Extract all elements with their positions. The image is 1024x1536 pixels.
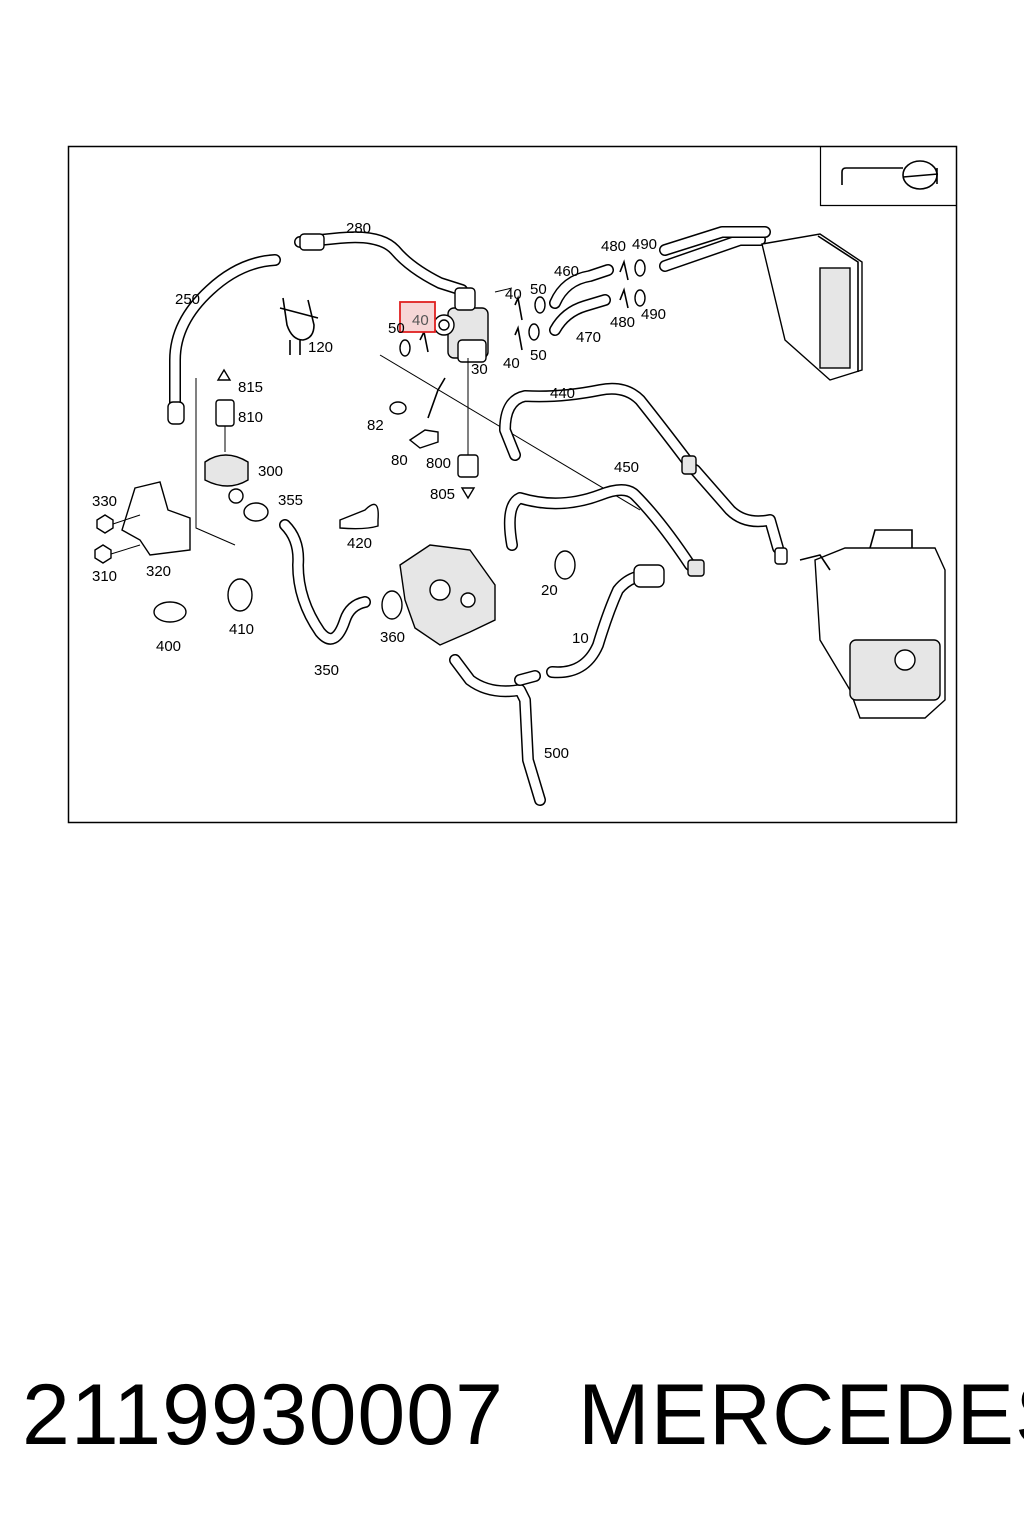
label-50-upper: 50 bbox=[530, 281, 547, 298]
label-80: 80 bbox=[391, 452, 408, 469]
parts-800-805 bbox=[457, 454, 479, 500]
hose-10 bbox=[546, 564, 665, 679]
label-280: 280 bbox=[346, 220, 371, 237]
label-40-upper: 40 bbox=[505, 286, 522, 303]
label-400: 400 bbox=[156, 638, 181, 655]
label-480-lower: 480 bbox=[610, 314, 635, 331]
label-250: 250 bbox=[175, 291, 200, 308]
clamp-20 bbox=[554, 550, 576, 580]
label-810: 810 bbox=[238, 409, 263, 426]
hose-450 bbox=[503, 484, 705, 577]
part-number: 2119930007 bbox=[22, 1367, 504, 1463]
label-815: 815 bbox=[238, 379, 263, 396]
label-460: 460 bbox=[554, 263, 579, 280]
label-30: 30 bbox=[471, 361, 488, 378]
label-480-upper: 480 bbox=[601, 238, 626, 255]
pipe-500 bbox=[449, 654, 546, 806]
heater-core bbox=[659, 226, 863, 381]
label-40-highlighted: 40 bbox=[412, 312, 429, 329]
expansion-tank bbox=[799, 529, 946, 719]
label-440: 440 bbox=[550, 385, 575, 402]
label-300: 300 bbox=[258, 463, 283, 480]
label-20: 20 bbox=[541, 582, 558, 599]
highlight-box-40 bbox=[399, 301, 436, 333]
footer: 2119930007 MERCEDES bbox=[0, 1365, 1024, 1475]
label-50-left: 50 bbox=[388, 320, 405, 337]
brand-name: MERCEDES bbox=[578, 1367, 1024, 1463]
label-500: 500 bbox=[544, 745, 569, 762]
label-420: 420 bbox=[347, 535, 372, 552]
label-470: 470 bbox=[576, 329, 601, 346]
hose-350 bbox=[279, 519, 403, 645]
hose-250-280 bbox=[167, 231, 468, 425]
label-330: 330 bbox=[92, 493, 117, 510]
hose-440 bbox=[499, 382, 788, 565]
label-10: 10 bbox=[572, 630, 589, 647]
bracket-320 bbox=[94, 481, 191, 564]
label-800: 800 bbox=[426, 455, 451, 472]
label-120: 120 bbox=[308, 339, 333, 356]
clamp-410 bbox=[227, 578, 253, 612]
label-82: 82 bbox=[367, 417, 384, 434]
label-40-lower: 40 bbox=[503, 355, 520, 372]
label-490-lower: 490 bbox=[641, 306, 666, 323]
bracket-120 bbox=[279, 297, 319, 355]
label-355: 355 bbox=[278, 492, 303, 509]
callout-labels: 280 250 120 815 810 300 355 330 310 320 … bbox=[92, 220, 666, 762]
label-320: 320 bbox=[146, 563, 171, 580]
label-350: 350 bbox=[314, 662, 339, 679]
label-50-lower: 50 bbox=[530, 347, 547, 364]
clamp-400 bbox=[153, 601, 187, 623]
parts-80-82 bbox=[389, 377, 446, 449]
label-310: 310 bbox=[92, 568, 117, 585]
hoses-460-470 bbox=[549, 259, 646, 336]
clip-420 bbox=[339, 503, 379, 530]
aux-pump-300 bbox=[195, 368, 249, 546]
label-410: 410 bbox=[229, 621, 254, 638]
thermostat-housing bbox=[399, 544, 496, 646]
label-450: 450 bbox=[614, 459, 639, 476]
parts-diagram: 280 250 120 815 810 300 355 330 310 320 … bbox=[67, 145, 958, 824]
label-360: 360 bbox=[380, 629, 405, 646]
water-valve-30 bbox=[433, 287, 489, 363]
diagram-frame bbox=[67, 145, 958, 824]
orientation-icon bbox=[819, 146, 957, 207]
label-490-upper: 490 bbox=[632, 236, 657, 253]
clips-40-50 bbox=[399, 287, 546, 357]
label-805: 805 bbox=[430, 486, 455, 503]
clamp-355 bbox=[243, 502, 269, 522]
